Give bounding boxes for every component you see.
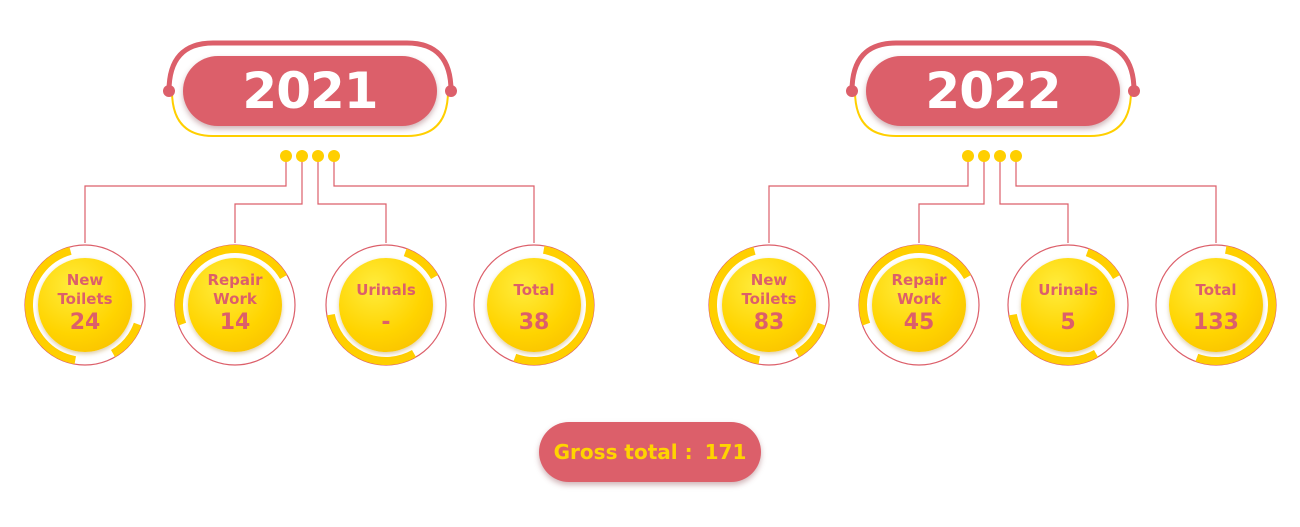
stat-label: Repair Work bbox=[891, 271, 947, 308]
stat-circle-fill: Urinals 5 bbox=[1021, 258, 1115, 352]
connector-dot bbox=[962, 150, 974, 162]
stat-circle-fill: New Toilets 24 bbox=[38, 258, 132, 352]
stat-circle-fill: Total 133 bbox=[1169, 258, 1263, 352]
stat-circle-fill: Total 38 bbox=[487, 258, 581, 352]
badge-end-dot bbox=[846, 85, 858, 97]
gross-total-label: Gross total : bbox=[553, 440, 693, 464]
stat-circle-fill: Repair Work 45 bbox=[872, 258, 966, 352]
year-label: 2022 bbox=[925, 62, 1061, 120]
stat-accent-arc bbox=[1195, 245, 1276, 365]
stat-value: 5 bbox=[1060, 310, 1076, 335]
stat-accent-arc bbox=[110, 322, 142, 357]
connector-dot bbox=[312, 150, 324, 162]
connector-line bbox=[1015, 156, 1217, 243]
connector-dot bbox=[978, 150, 990, 162]
badge-bottom-arc bbox=[854, 90, 1132, 137]
connector-dot bbox=[994, 150, 1006, 162]
stat-value: - bbox=[381, 310, 391, 335]
stat-value: 133 bbox=[1193, 310, 1239, 335]
gross-total-badge: Gross total : 171 bbox=[539, 422, 761, 482]
stat-accent-arc bbox=[403, 248, 438, 280]
stat-accent-arc bbox=[1008, 313, 1098, 365]
stat-circle-total: Total 133 bbox=[1154, 243, 1278, 367]
connector-line bbox=[999, 156, 1069, 243]
stat-circle-urinals: Urinals - bbox=[324, 243, 448, 367]
stat-accent-arc bbox=[326, 313, 416, 365]
connector-dot bbox=[1010, 150, 1022, 162]
badge-top-arc bbox=[166, 40, 454, 92]
stat-value: 83 bbox=[753, 310, 785, 335]
connector-line bbox=[333, 156, 535, 243]
stat-label: Urinals bbox=[1038, 280, 1098, 299]
stat-label: New Toilets bbox=[741, 271, 797, 308]
stat-accent-arc bbox=[794, 322, 826, 357]
stat-label: Total bbox=[1195, 280, 1237, 299]
stat-circle-new-toilets: New Toilets 24 bbox=[23, 243, 147, 367]
stat-circle-fill: Urinals - bbox=[339, 258, 433, 352]
stat-accent-arc bbox=[709, 247, 761, 365]
stat-circle-fill: Repair Work 14 bbox=[188, 258, 282, 352]
badge-end-dot bbox=[163, 85, 175, 97]
stat-value: 45 bbox=[903, 310, 935, 335]
badge-bottom-arc bbox=[171, 90, 449, 137]
connector-line bbox=[84, 156, 287, 243]
stat-circle-repair-work: Repair Work 45 bbox=[857, 243, 981, 367]
stat-circle-repair-work: Repair Work 14 bbox=[173, 243, 297, 367]
connector-line bbox=[918, 156, 985, 243]
stat-value: 14 bbox=[219, 310, 251, 335]
connector-line bbox=[234, 156, 303, 243]
badge-top-arc bbox=[849, 40, 1137, 92]
connector-line bbox=[317, 156, 387, 243]
stat-circle-urinals: Urinals 5 bbox=[1006, 243, 1130, 367]
stat-circle-total: Total 38 bbox=[472, 243, 596, 367]
stat-label: Urinals bbox=[356, 280, 416, 299]
stat-accent-arc bbox=[175, 245, 287, 326]
stat-value: 24 bbox=[69, 310, 101, 335]
stat-accent-arc bbox=[513, 245, 594, 365]
stat-value: 38 bbox=[518, 310, 550, 335]
badge-end-dot bbox=[1128, 85, 1140, 97]
badge-end-dot bbox=[445, 85, 457, 97]
connector-dot bbox=[328, 150, 340, 162]
stat-accent-arc bbox=[1085, 248, 1120, 280]
year-badge: 2022 bbox=[866, 56, 1120, 126]
connector-line bbox=[768, 156, 969, 243]
stat-label: Total bbox=[513, 280, 555, 299]
stat-circle-fill: New Toilets 83 bbox=[722, 258, 816, 352]
stat-circle-new-toilets: New Toilets 83 bbox=[707, 243, 831, 367]
connector-dot bbox=[280, 150, 292, 162]
gross-total-value: 171 bbox=[704, 440, 747, 464]
stat-accent-arc bbox=[859, 245, 971, 326]
stat-label: Repair Work bbox=[207, 271, 263, 308]
stat-label: New Toilets bbox=[57, 271, 113, 308]
stat-accent-arc bbox=[25, 247, 77, 365]
connector-dot bbox=[296, 150, 308, 162]
year-label: 2021 bbox=[242, 62, 378, 120]
year-badge: 2021 bbox=[183, 56, 437, 126]
